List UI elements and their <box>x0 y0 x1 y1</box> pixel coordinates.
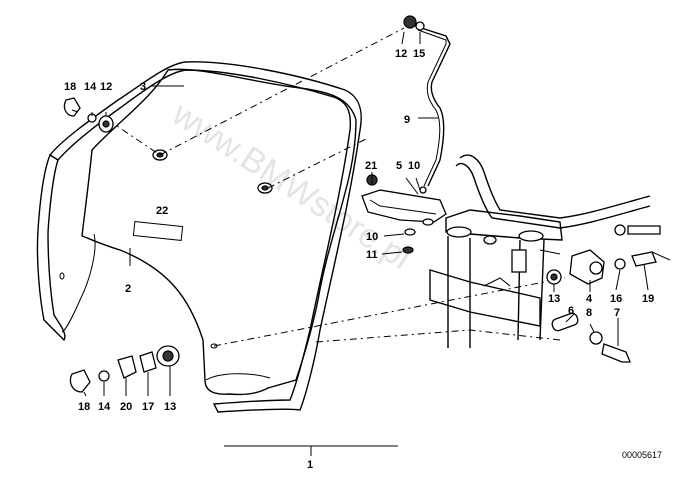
label-assembly-1: 1 <box>307 459 313 471</box>
label-19: 19 <box>642 293 654 305</box>
cap-nut-18-bottom <box>69 369 91 393</box>
clamp-6 <box>551 312 579 332</box>
leader-lines <box>71 31 649 456</box>
label-16: 16 <box>610 293 622 305</box>
label-17: 17 <box>142 401 154 413</box>
clamp-4 <box>569 249 605 285</box>
rubber-grommet-12-top <box>403 15 417 29</box>
label-13-bottom: 13 <box>164 401 176 413</box>
washer-10 <box>404 228 416 236</box>
clamp-hardware <box>546 224 671 363</box>
handlebar-fork-assembly <box>429 154 651 348</box>
nut-11 <box>402 246 414 254</box>
sleeve-17 <box>139 351 157 373</box>
label-4: 4 <box>586 293 593 305</box>
label-18-top: 18 <box>64 81 76 93</box>
edge-trim-part <box>36 61 362 413</box>
label-21: 21 <box>365 160 377 172</box>
label-7: 7 <box>614 307 620 319</box>
support-rod-part <box>403 15 451 194</box>
bottom-hardware <box>69 345 180 393</box>
label-18-bottom: 18 <box>78 401 90 413</box>
part-labels: 12 15 3 18 14 12 9 21 5 10 22 10 11 2 13… <box>64 48 662 471</box>
label-6: 6 <box>568 305 574 317</box>
label-13-right: 13 <box>548 293 560 305</box>
washer-8 <box>589 331 603 345</box>
label-14-top: 14 <box>84 81 97 93</box>
label-2: 2 <box>125 283 131 295</box>
label-15: 15 <box>413 48 425 60</box>
spacer-20 <box>117 355 137 379</box>
bolt-19 <box>631 251 657 267</box>
bolt-7 <box>601 343 631 363</box>
label-8: 8 <box>586 307 592 319</box>
label-12-top: 12 <box>395 48 407 60</box>
label-3: 3 <box>140 81 146 93</box>
bolt-upper <box>627 225 661 235</box>
label-20: 20 <box>120 401 132 413</box>
label-22: 22 <box>156 205 168 217</box>
assembly-dash-lines <box>107 27 566 347</box>
sticker-22 <box>132 220 184 242</box>
washer-16 <box>614 258 626 270</box>
label-10-top: 10 <box>408 160 420 172</box>
label-5: 5 <box>396 160 402 172</box>
diagram-reference-number: 00005617 <box>622 450 662 460</box>
label-10: 10 <box>366 231 378 243</box>
bracket-part <box>361 174 447 254</box>
label-11: 11 <box>366 249 378 261</box>
label-14-bottom: 14 <box>98 401 111 413</box>
watermark-text: www.BMWstore.pl <box>165 94 418 277</box>
cap-nut-18-top <box>63 97 81 117</box>
label-9: 9 <box>404 114 410 126</box>
washer-15 <box>415 21 425 31</box>
screen-hole-bottom <box>210 343 218 349</box>
washer-14-bottom <box>98 370 110 382</box>
label-12-left: 12 <box>100 81 112 93</box>
